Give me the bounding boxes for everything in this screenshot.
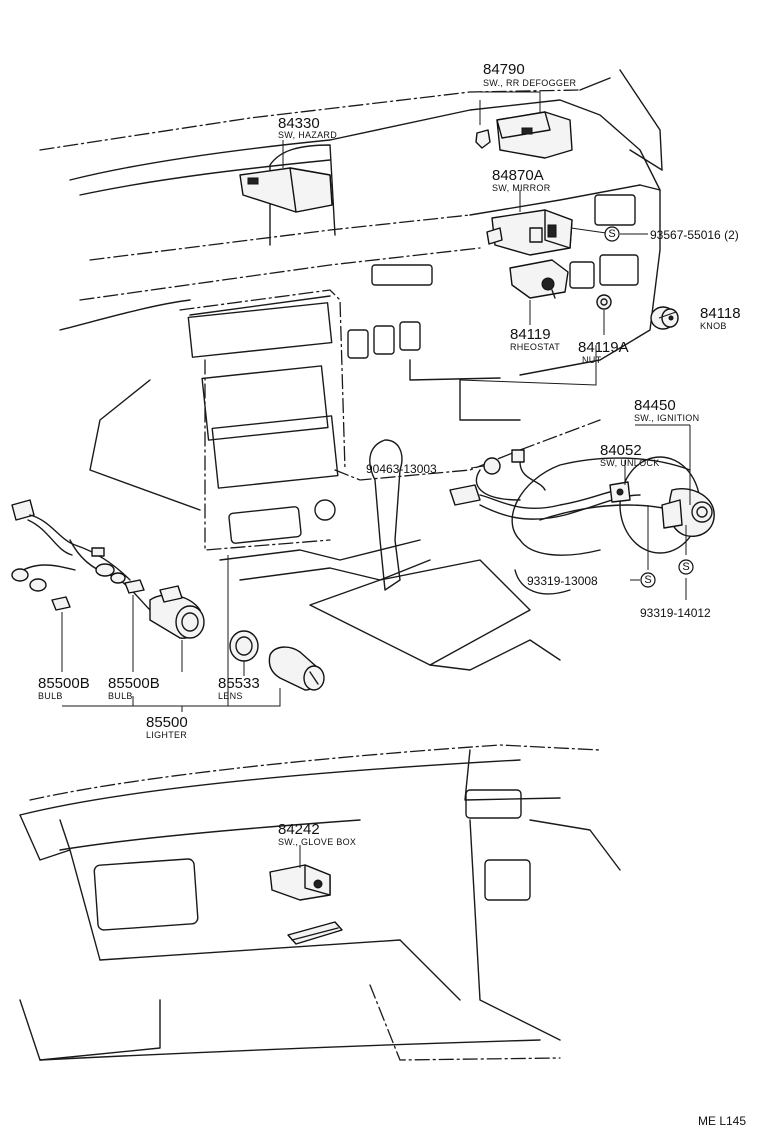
svg-text:S: S [682,561,689,573]
dashboard-outline [39,69,701,671]
svg-text:84119A: 84119A [578,339,629,356]
svg-text:SW, MIRROR: SW, MIRROR [492,183,551,193]
part-84870a-mirror-switch [486,209,573,256]
svg-text:85533: 85533 [218,675,260,692]
callout-84119: 84119 RHEOSTAT [510,326,560,352]
svg-text:84242: 84242 [278,821,320,838]
svg-text:LENS: LENS [218,691,243,701]
part-lighter-plug [268,646,325,691]
part-84119a-nut [596,294,612,310]
svg-text:LIGHTER: LIGHTER [146,730,187,740]
callout-93319-13008: 93319-13008 [527,574,598,588]
part-84242-glove-box-switch [269,864,331,901]
svg-text:ME L145: ME L145 [698,1114,746,1128]
svg-text:BULB: BULB [38,691,63,701]
svg-text:90463-13003: 90463-13003 [366,462,437,476]
part-84052-unlock-switch [609,481,631,503]
callout-84450: 84450 SW., IGNITION [634,397,699,423]
svg-text:84870A: 84870A [492,167,544,184]
part-85533-lens [229,630,259,662]
part-84118-knob [650,306,679,330]
svg-text:84118: 84118 [700,305,741,322]
part-85500-lighter-socket [149,585,205,639]
svg-text:85500B: 85500B [38,675,90,692]
glovebox-outline [19,744,621,1061]
svg-text:85500: 85500 [146,714,188,731]
svg-text:84330: 84330 [278,115,320,132]
svg-text:84119: 84119 [510,326,551,343]
callout-84870a: 84870A SW, MIRROR [492,167,551,193]
svg-text:84450: 84450 [634,397,676,414]
svg-text:93567-55016 (2): 93567-55016 (2) [650,228,739,242]
svg-text:KNOB: KNOB [700,321,727,331]
screw-symbol-93319-14012: S [678,559,694,575]
svg-text:85500B: 85500B [108,675,160,692]
part-lighter-harness [11,499,151,611]
svg-text:BULB: BULB [108,691,133,701]
part-84119-rheostat [509,259,569,299]
callout-90463-13003: 90463-13003 [366,462,437,476]
callout-85500b-1: 85500B BULB [38,675,90,701]
svg-text:RHEOSTAT: RHEOSTAT [510,342,560,352]
svg-text:SW., IGNITION: SW., IGNITION [634,413,699,423]
callout-84790: 84790 SW., RR DEFOGGER [483,61,577,88]
svg-text:SW., GLOVE BOX: SW., GLOVE BOX [278,837,356,847]
screw-symbol-93319-13008: S [640,572,656,588]
callout-93319-14012: 93319-14012 [640,606,711,620]
svg-text:NUT: NUT [582,355,602,365]
part-85500b-bulb-1 [51,596,71,611]
part-84450-ignition-switch [661,488,715,537]
part-85500b-bulb-2 [124,579,145,594]
callout-84119a: 84119A NUT [578,339,629,365]
svg-text:SW., RR DEFOGGER: SW., RR DEFOGGER [483,78,577,88]
svg-text:84790: 84790 [483,61,525,78]
callout-85533: 85533 LENS [218,675,260,701]
callout-84052: 84052 SW, UNLOCK [600,442,660,468]
svg-text:93319-13008: 93319-13008 [527,574,598,588]
callout-84118: 84118 KNOB [700,305,741,331]
leader-lines [61,91,691,868]
callout-85500b-2: 85500B BULB [108,675,160,701]
part-84330-hazard-switch [239,167,333,213]
svg-text:SW, HAZARD: SW, HAZARD [278,130,337,140]
svg-text:S: S [608,228,615,240]
svg-text:84052: 84052 [600,442,642,459]
part-84790-rr-defogger-switch [475,111,573,159]
callout-85500: 85500 LIGHTER [146,714,188,740]
callout-84242: 84242 SW., GLOVE BOX [278,821,356,847]
drawing-code: ME L145 [698,1114,746,1128]
svg-text:S: S [644,574,651,586]
callout-93567-55016: 93567-55016 (2) [650,228,739,242]
svg-text:93319-14012: 93319-14012 [640,606,711,620]
callout-84330: 84330 SW, HAZARD [278,115,337,140]
screw-symbol-93567: S [604,226,620,242]
svg-text:SW, UNLOCK: SW, UNLOCK [600,458,660,468]
